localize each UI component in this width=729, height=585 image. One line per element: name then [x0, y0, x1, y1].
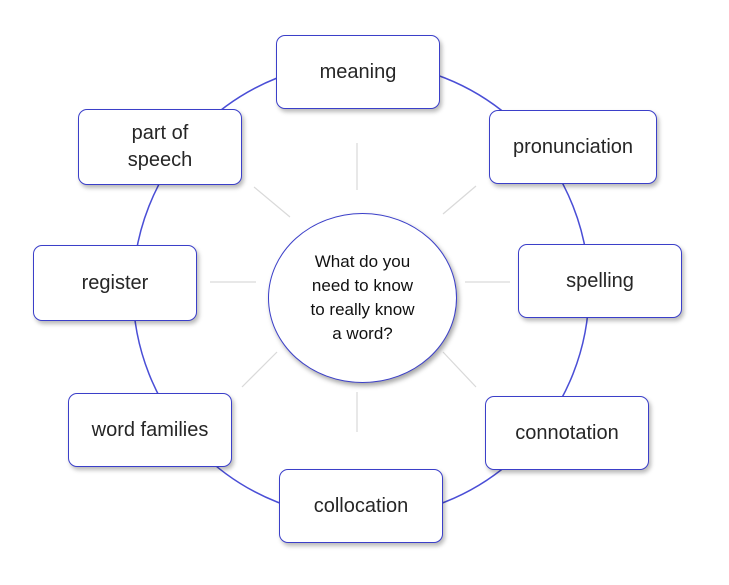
node-register-label: register — [81, 271, 149, 294]
node-part-of-speech-label: part of speech — [127, 122, 193, 171]
node-collocation: collocation — [279, 469, 443, 543]
spokes — [210, 143, 510, 432]
node-collocation-label: collocation — [313, 494, 409, 517]
node-pronunciation: pronunciation — [489, 110, 657, 184]
spoke-top-left — [253, 186, 291, 218]
node-word-families-label: word families — [91, 418, 209, 441]
center-question: What do you need to know to really know … — [268, 213, 457, 383]
node-pronunciation-label: pronunciation — [512, 135, 634, 158]
spoke-bottom-right — [442, 351, 477, 388]
node-connotation-label: connotation — [515, 421, 619, 444]
node-meaning: meaning — [276, 35, 440, 109]
node-spelling: spelling — [518, 244, 682, 318]
node-spelling-label: spelling — [566, 269, 634, 292]
center-question-text: What do you need to know to really know … — [310, 252, 415, 343]
spoke-top-right — [442, 185, 477, 215]
node-word-families: word families — [68, 393, 232, 467]
node-meaning-label: meaning — [319, 60, 397, 83]
spoke-bottom-left — [241, 351, 278, 388]
node-register: register — [33, 245, 197, 321]
node-connotation: connotation — [485, 396, 649, 470]
node-part-of-speech: part of speech — [78, 109, 242, 185]
